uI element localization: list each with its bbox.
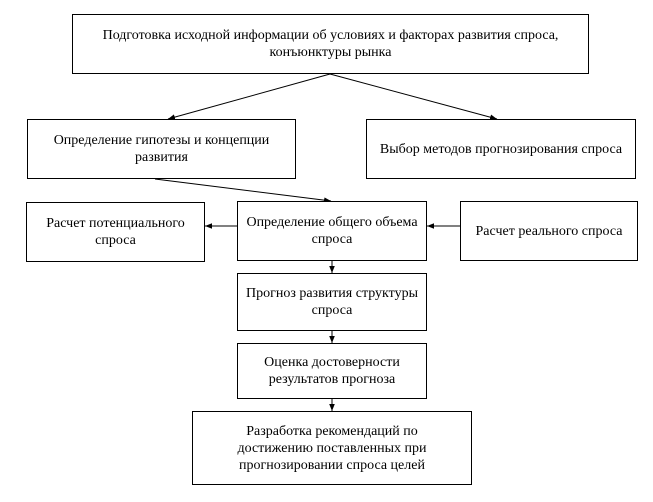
- arrow-top-to-hypothesis: [167, 73, 331, 120]
- box-structure-forecast-text: Прогноз развития структуры спроса: [245, 286, 419, 318]
- box-initial-information: Подготовка исходной информации об услови…: [72, 14, 589, 74]
- box-hypothesis-text: Определение гипотезы и концепции развити…: [53, 133, 270, 165]
- box-potential-demand-text: Расчет потенциального спроса: [46, 216, 185, 248]
- box-methods: Выбор методов прогнозирования спроса: [366, 119, 636, 179]
- box-initial-information-text: Подготовка исходной информации об услови…: [102, 28, 559, 60]
- box-real-demand-text: Расчет реального спроса: [475, 223, 623, 239]
- arrow-top-to-methods: [329, 73, 498, 120]
- box-structure-forecast: Прогноз развития структуры спроса: [237, 273, 427, 331]
- box-total-demand: Определение общего объема спроса: [237, 201, 427, 261]
- box-reliability-assessment: Оценка достоверности результатов прогноз…: [237, 343, 427, 399]
- box-total-demand-text: Определение общего объема спроса: [246, 215, 418, 247]
- box-methods-text: Выбор методов прогнозирования спроса: [379, 141, 623, 157]
- box-hypothesis: Определение гипотезы и концепции развити…: [27, 119, 296, 179]
- box-real-demand: Расчет реального спроса: [460, 201, 638, 261]
- box-potential-demand: Расчет потенциального спроса: [26, 202, 205, 262]
- box-recommendations: Разработка рекомендаций по достижению по…: [192, 411, 472, 485]
- arrow-hypothesis-to-total: [154, 178, 332, 203]
- box-recommendations-text: Разработка рекомендаций по достижению по…: [237, 423, 427, 473]
- box-reliability-assessment-text: Оценка достоверности результатов прогноз…: [264, 355, 400, 387]
